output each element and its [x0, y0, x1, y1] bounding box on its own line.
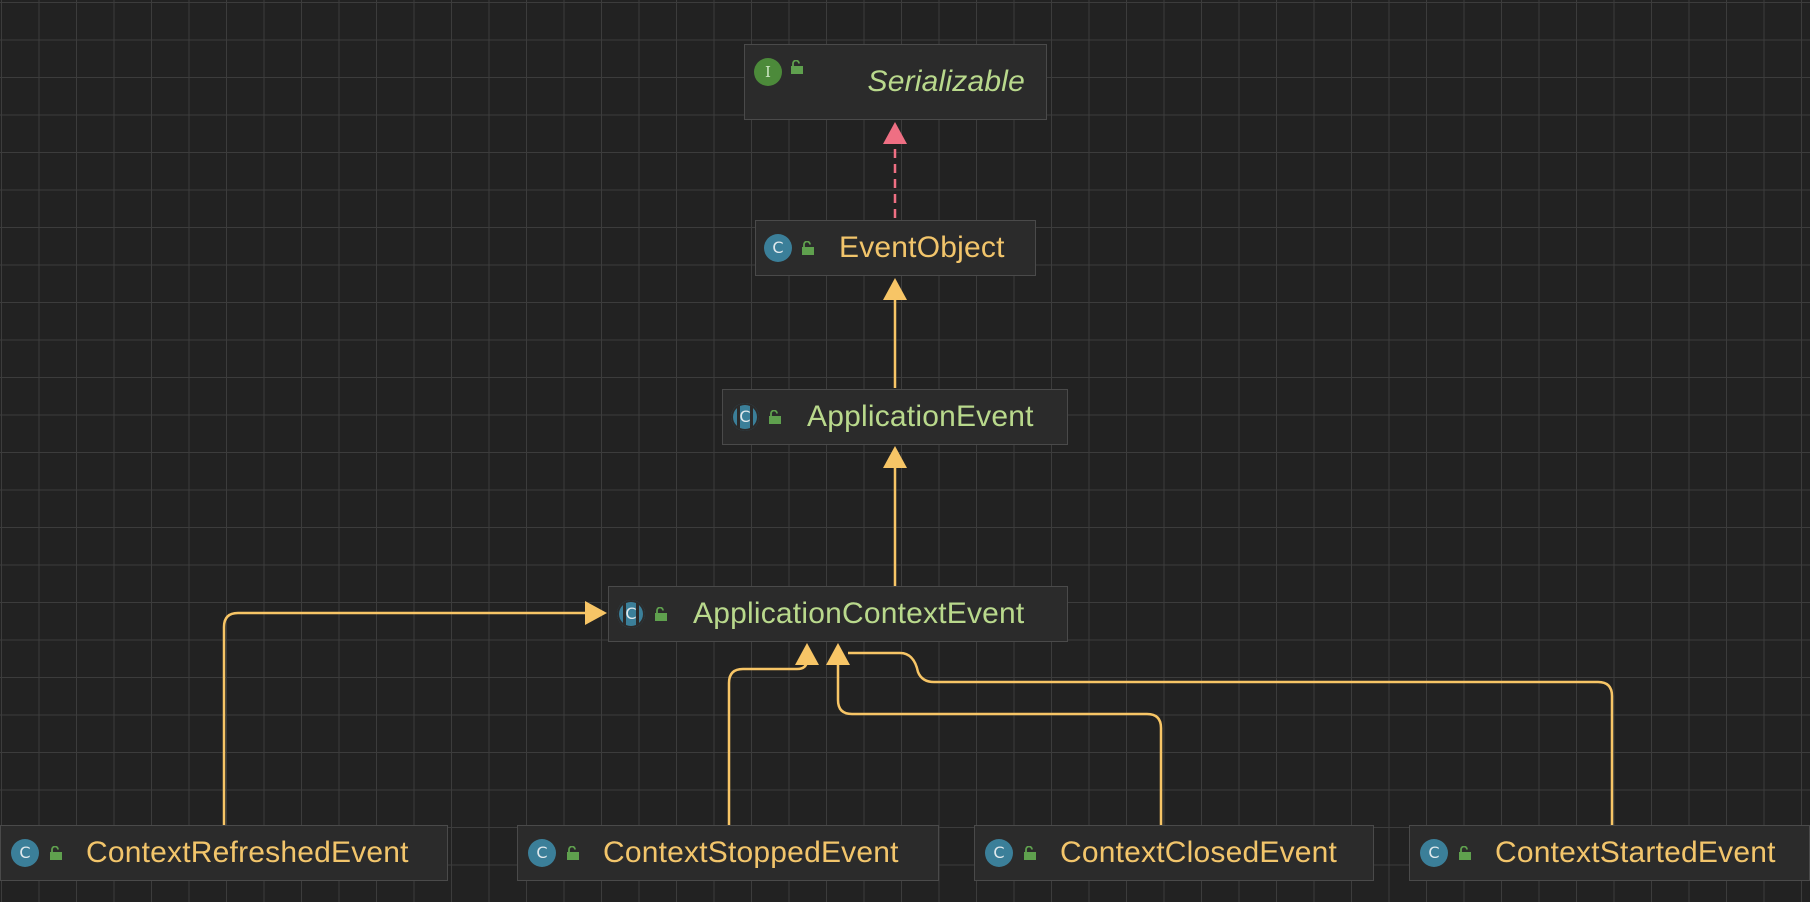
arrowhead-from-stopped [795, 643, 819, 665]
arrowhead-application-event [883, 446, 907, 468]
public-visibility-icon [567, 846, 579, 860]
node-event-object[interactable]: C EventObject [755, 220, 1036, 276]
class-icon: C [985, 839, 1013, 867]
class-icon: C [1420, 839, 1448, 867]
node-label: ContextRefreshedEvent [86, 836, 409, 869]
public-visibility-icon [791, 60, 803, 74]
arrowhead-from-refreshed [585, 601, 607, 625]
node-application-context-event[interactable]: C ApplicationContextEvent [608, 586, 1068, 642]
node-serializable[interactable]: I Serializable [744, 44, 1047, 120]
node-label: ContextStartedEvent [1495, 836, 1776, 869]
node-label: Serializable [867, 65, 1025, 98]
node-context-refreshed-event[interactable]: C ContextRefreshedEvent [0, 825, 448, 881]
public-visibility-icon [1459, 846, 1471, 860]
edge-context-closed-event [836, 665, 1163, 825]
class-icon: C [764, 234, 792, 262]
edge-context-started-event [848, 651, 1614, 825]
interface-icon: I [754, 58, 782, 86]
public-visibility-icon [655, 607, 667, 621]
abstract-class-icon: C [731, 403, 759, 431]
node-context-stopped-event[interactable]: C ContextStoppedEvent [517, 825, 939, 881]
node-label: EventObject [839, 231, 1005, 264]
public-visibility-icon [769, 410, 781, 424]
edge-context-stopped-event [727, 659, 809, 825]
node-label: ApplicationEvent [807, 400, 1034, 433]
class-icon: C [528, 839, 556, 867]
public-visibility-icon [802, 241, 814, 255]
class-icon: C [11, 839, 39, 867]
node-label: ContextClosedEvent [1060, 836, 1338, 869]
node-context-started-event[interactable]: C ContextStartedEvent [1409, 825, 1810, 881]
edge-context-refreshed-event [222, 611, 585, 825]
node-application-event[interactable]: C ApplicationEvent [722, 389, 1068, 445]
arrowhead-event-object [883, 278, 907, 300]
node-context-closed-event[interactable]: C ContextClosedEvent [974, 825, 1374, 881]
node-label: ContextStoppedEvent [603, 836, 899, 869]
public-visibility-icon [50, 846, 62, 860]
abstract-class-icon: C [617, 600, 645, 628]
arrowhead-serializable [883, 122, 907, 144]
arrowhead-from-closed [826, 643, 850, 665]
node-label: ApplicationContextEvent [693, 597, 1025, 630]
public-visibility-icon [1024, 846, 1036, 860]
